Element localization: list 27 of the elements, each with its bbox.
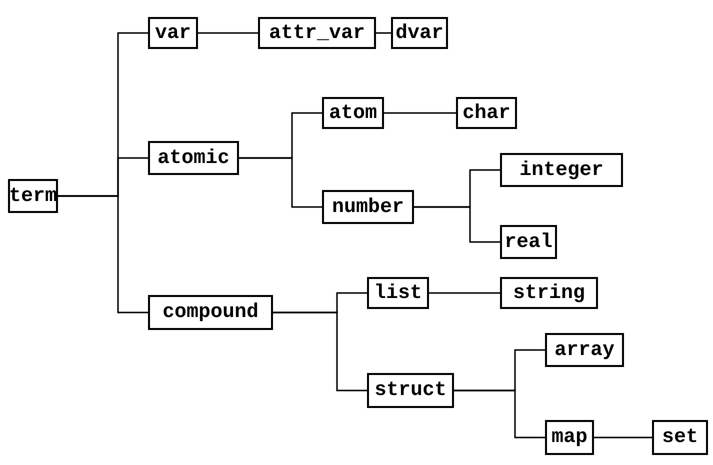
- connector-line: [273, 312, 367, 392]
- type-box: array: [545, 333, 624, 367]
- type-box: atom: [322, 97, 384, 129]
- type-box: set: [652, 420, 708, 455]
- connector-line: [414, 206, 500, 243]
- type-box: term: [8, 179, 58, 213]
- connector-line: [594, 436, 652, 438]
- type-box: var: [148, 17, 198, 49]
- type-box: real: [500, 225, 557, 259]
- type-box: string: [500, 277, 598, 309]
- connector-line: [239, 157, 322, 208]
- type-box: integer: [500, 153, 623, 187]
- connector-line: [384, 112, 456, 114]
- type-box: list: [367, 277, 429, 309]
- connector-line: [376, 32, 391, 34]
- type-box: attr_var: [258, 17, 376, 49]
- type-box: compound: [148, 295, 273, 330]
- connector-line: [198, 32, 258, 34]
- connector-line: [429, 292, 500, 294]
- connector-line: [454, 390, 545, 438]
- type-box: struct: [367, 373, 454, 408]
- type-box: map: [545, 420, 594, 455]
- type-box: dvar: [391, 17, 448, 49]
- type-box: char: [456, 97, 517, 129]
- type-box: atomic: [148, 141, 239, 175]
- type-box: number: [322, 190, 414, 224]
- connector-line: [58, 195, 148, 314]
